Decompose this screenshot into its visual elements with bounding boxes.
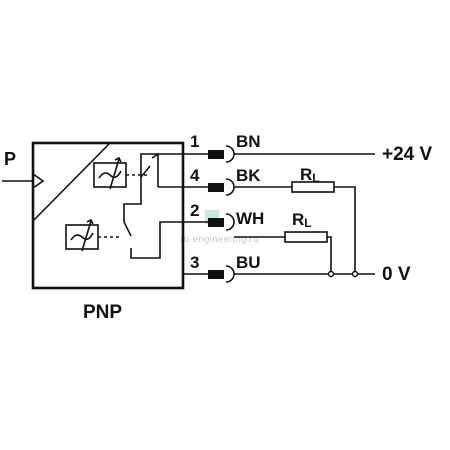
junction-node-1	[327, 270, 335, 278]
pin-2-color-code: WH	[236, 209, 264, 228]
pin-4-socket	[225, 178, 235, 196]
input-label: P	[4, 149, 16, 169]
sensor-diagonal	[32, 142, 111, 222]
pin-2-socket	[225, 213, 235, 231]
pin-1-color-code: BN	[236, 132, 261, 151]
connector-pins	[183, 145, 235, 283]
pin-1-plug	[208, 150, 224, 159]
external-wiring	[234, 153, 375, 278]
load-resistor-2	[284, 231, 328, 243]
pin-1-number: 1	[190, 132, 199, 151]
pin-3-color-code: BU	[236, 253, 261, 272]
pin-3-number: 3	[190, 253, 199, 272]
junction-node-2	[351, 270, 359, 278]
pin-4-plug	[208, 183, 224, 192]
pin-3-plug	[208, 270, 224, 279]
pressure-switch-2	[65, 218, 122, 252]
watermark-text: ru-engineering.ru	[180, 235, 259, 245]
ground-voltage-label: 0 V	[382, 264, 411, 285]
pin-4-number: 4	[190, 166, 200, 185]
sensor-type-label: PNP	[83, 302, 122, 323]
pin-4-color-code: BK	[236, 166, 261, 185]
load-resistor-1-label: RL	[300, 165, 320, 185]
pin-2-plug	[208, 218, 224, 227]
pin-2-number: 2	[190, 201, 199, 220]
load-resistor-2-label: RL	[292, 210, 312, 230]
pressure-switch-1	[93, 156, 150, 190]
internal-wiring	[123, 152, 210, 259]
pin-3-socket	[225, 265, 235, 283]
supply-voltage-label: +24 V	[382, 144, 433, 165]
sensor-housing	[31, 141, 185, 290]
pin-1-socket	[225, 145, 235, 163]
input-arrow	[2, 173, 45, 189]
